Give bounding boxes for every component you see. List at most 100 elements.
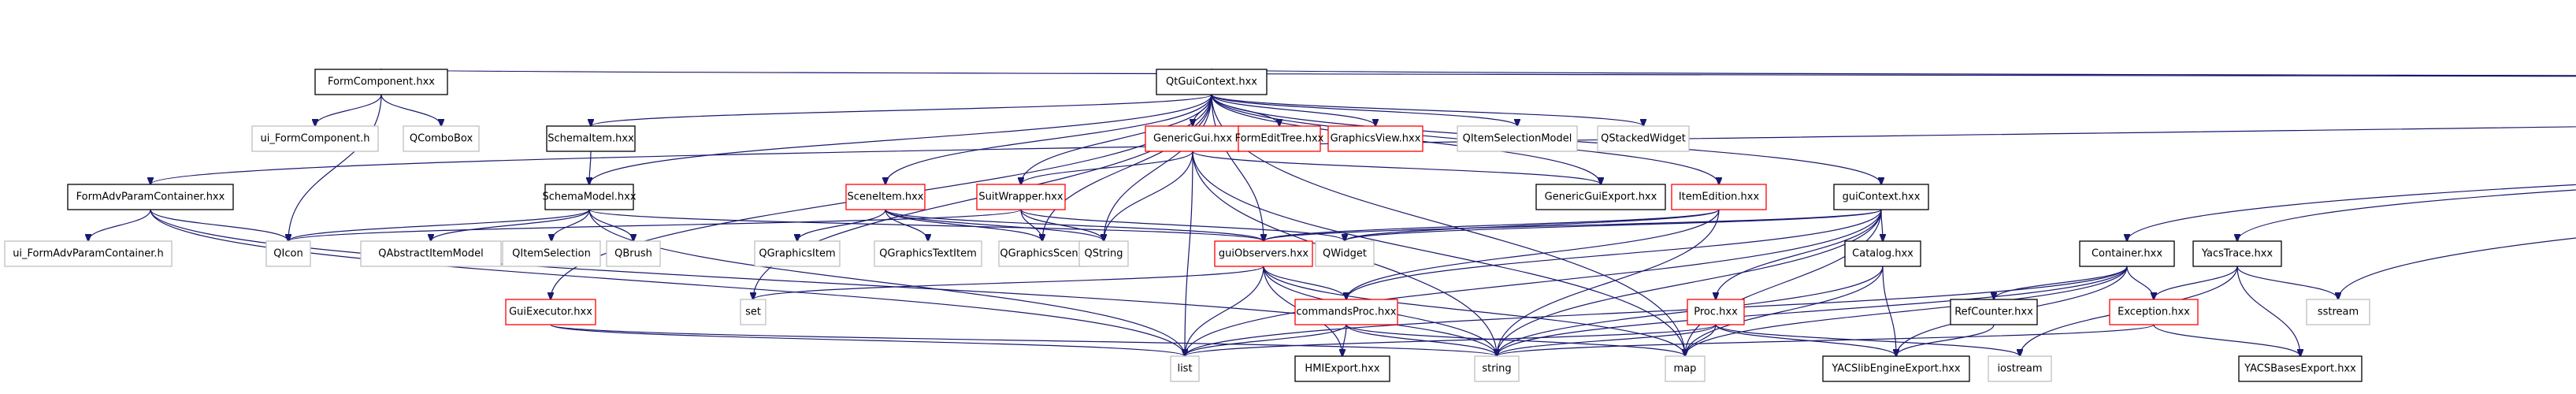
- node-guiObservers[interactable]: guiObservers.hxx: [1214, 240, 1313, 267]
- node-YACSBasesExport[interactable]: YACSBasesExport.hxx: [2238, 355, 2363, 382]
- node-box: [2109, 299, 2199, 325]
- edge-SchemaModel-to-list: [588, 209, 1185, 356]
- edge-Container-to-list: [1185, 266, 2128, 356]
- edge-GenericGui-to-map: [1192, 151, 1685, 356]
- node-SchemaItem[interactable]: SchemaItem.hxx: [546, 125, 636, 152]
- node-label: guiContext.hxx: [1843, 191, 1921, 203]
- node-label: QItemSelectionModel: [1463, 133, 1572, 145]
- node-QtGuiContext[interactable]: QtGuiContext.hxx: [1156, 69, 1268, 95]
- node-label: iostream: [1997, 363, 2042, 375]
- node-label: QtGuiContext.hxx: [1166, 76, 1257, 88]
- edge-Proc-to-map: [1685, 324, 1717, 356]
- node-GraphicsView[interactable]: GraphicsView.hxx: [1327, 125, 1423, 152]
- node-label: Container.hxx: [2092, 248, 2162, 260]
- edge-commandsProc-to-string: [1346, 324, 1497, 356]
- edge-guiObservers-to-list: [1185, 266, 1264, 356]
- node-Proc[interactable]: Proc.hxx: [1687, 299, 1745, 325]
- node-ui_FormComponent: ui_FormComponent.h: [251, 125, 379, 152]
- node-label: YacsTrace.hxx: [2201, 248, 2273, 260]
- edge-root-to-sstream: [2338, 237, 2576, 299]
- edge-guiContext-to-string: [1497, 209, 1882, 356]
- edge-guiContext-to-map: [1685, 209, 1882, 356]
- node-box: [976, 184, 1066, 210]
- node-box: [1988, 355, 2052, 382]
- node-box: [1327, 125, 1423, 152]
- node-label: FormComponent.hxx: [328, 76, 435, 88]
- node-guiContext[interactable]: guiContext.hxx: [1833, 184, 1929, 210]
- node-box: [1665, 355, 1706, 382]
- node-SuitWrapper[interactable]: SuitWrapper.hxx: [976, 184, 1066, 210]
- node-QComboBox: QComboBox: [403, 125, 480, 152]
- edge-ItemEdition-to-string: [1497, 209, 1720, 356]
- edge-ItemEdition-to-guiObservers: [1264, 209, 1720, 241]
- edge-SchemaModel-to-QBrush: [588, 209, 633, 241]
- edge-root-to-YacsTrace: [2237, 189, 2576, 241]
- node-box: [1687, 299, 1745, 325]
- edge-RefCounter-to-YACSlibEngineExport: [1896, 324, 1995, 356]
- node-QIcon: QIcon: [265, 240, 311, 267]
- node-Container[interactable]: Container.hxx: [2079, 240, 2175, 267]
- edge-guiContext-to-Catalog: [1881, 209, 1883, 241]
- node-QItemSelection: QItemSelection: [502, 240, 601, 267]
- edge-FormComponent-to-QIcon: [288, 94, 382, 241]
- node-label: GuiExecutor.hxx: [509, 307, 592, 318]
- node-box: [1156, 69, 1268, 95]
- node-label: QWidget: [1323, 248, 1367, 260]
- edge-GenericGui-to-list: [1185, 151, 1193, 356]
- node-string: string: [1474, 355, 1520, 382]
- node-label: QAbstractItemModel: [378, 248, 483, 260]
- node-YACSlibEngineExport[interactable]: YACSlibEngineExport.hxx: [1822, 355, 1970, 382]
- node-box: [1474, 355, 1520, 382]
- node-ui_FormAdvParamContainer: ui_FormAdvParamContainer.h: [4, 240, 173, 267]
- edge-SuitWrapper-to-QGraphicsScene: [1020, 209, 1042, 241]
- edge-SchemaItem-to-SchemaModel: [589, 151, 591, 184]
- node-ItemEdition[interactable]: ItemEdition.hxx: [1671, 184, 1767, 210]
- node-YacsTrace[interactable]: YacsTrace.hxx: [2192, 240, 2282, 267]
- edge-guiObservers-to-set: [753, 266, 1264, 299]
- node-SchemaModel[interactable]: SchemaModel.hxx: [542, 184, 637, 210]
- node-Catalog[interactable]: Catalog.hxx: [1844, 240, 1921, 267]
- node-box: [1315, 240, 1375, 267]
- node-GuiExecutor[interactable]: GuiExecutor.hxx: [505, 299, 596, 325]
- node-box: [502, 240, 601, 267]
- edge-QtGuiContext-to-SuitWrapper: [1021, 94, 1212, 184]
- edge-Proc-to-list: [1185, 324, 1717, 356]
- node-box: [265, 240, 311, 267]
- node-FormEditTree[interactable]: FormEditTree.hxx: [1235, 125, 1324, 152]
- edge-GenericGui-to-GenericGuiExport: [1192, 151, 1601, 184]
- node-RefCounter[interactable]: RefCounter.hxx: [1950, 299, 2038, 325]
- node-commandsProc[interactable]: commandsProc.hxx: [1294, 299, 1398, 325]
- node-label: QItemSelection: [512, 248, 591, 260]
- node-label: Catalog.hxx: [1852, 248, 1913, 260]
- node-SceneItem[interactable]: SceneItem.hxx: [845, 184, 926, 210]
- node-FormComponent[interactable]: FormComponent.hxx: [314, 69, 448, 95]
- edge-YacsTrace-to-YACSBasesExport: [2236, 266, 2300, 356]
- edge-YacsTrace-to-sstream: [2236, 266, 2338, 299]
- edge-Container-to-map: [1685, 266, 2128, 356]
- node-QItemSelectionModel: QItemSelectionModel: [1457, 125, 1578, 152]
- edge-SchemaModel-to-guiObservers: [588, 209, 1264, 241]
- edge-FormComponent-to-ui_FormComponent: [315, 94, 382, 126]
- edge-SchemaModel-to-QIcon: [288, 209, 590, 241]
- edge-QtGuiContext-to-QGraphicsScene: [1042, 94, 1212, 241]
- node-FormAdvParamContainer[interactable]: FormAdvParamContainer.hxx: [67, 184, 234, 210]
- node-label: FormEditTree.hxx: [1235, 133, 1324, 145]
- edge-QtGuiContext-to-guiObservers: [1211, 94, 1264, 241]
- node-box: [1535, 184, 1666, 210]
- edge-SceneItem-to-guiObservers: [885, 209, 1264, 241]
- node-HMIExport[interactable]: HMIExport.hxx: [1294, 355, 1390, 382]
- edge-SuitWrapper-to-QString: [1020, 209, 1104, 241]
- node-label: FormAdvParamContainer.hxx: [76, 191, 225, 203]
- node-GenericGui[interactable]: GenericGui.hxx: [1145, 125, 1241, 152]
- edge-guiContext-to-Proc: [1716, 209, 1882, 299]
- node-Exception[interactable]: Exception.hxx: [2109, 299, 2199, 325]
- node-box: [1214, 240, 1313, 267]
- node-label: QComboBox: [410, 133, 473, 145]
- nodes-layer: src/genericgui/FormAdvParamContainer.cxx…: [4, 69, 2370, 382]
- node-label: QIcon: [273, 248, 303, 260]
- edge-Proc-to-string: [1497, 324, 1717, 356]
- edge-SuitWrapper-to-QWidget: [1020, 209, 1345, 241]
- node-GenericGuiExport[interactable]: GenericGuiExport.hxx: [1535, 184, 1666, 210]
- node-label: ItemEdition.hxx: [1679, 191, 1760, 203]
